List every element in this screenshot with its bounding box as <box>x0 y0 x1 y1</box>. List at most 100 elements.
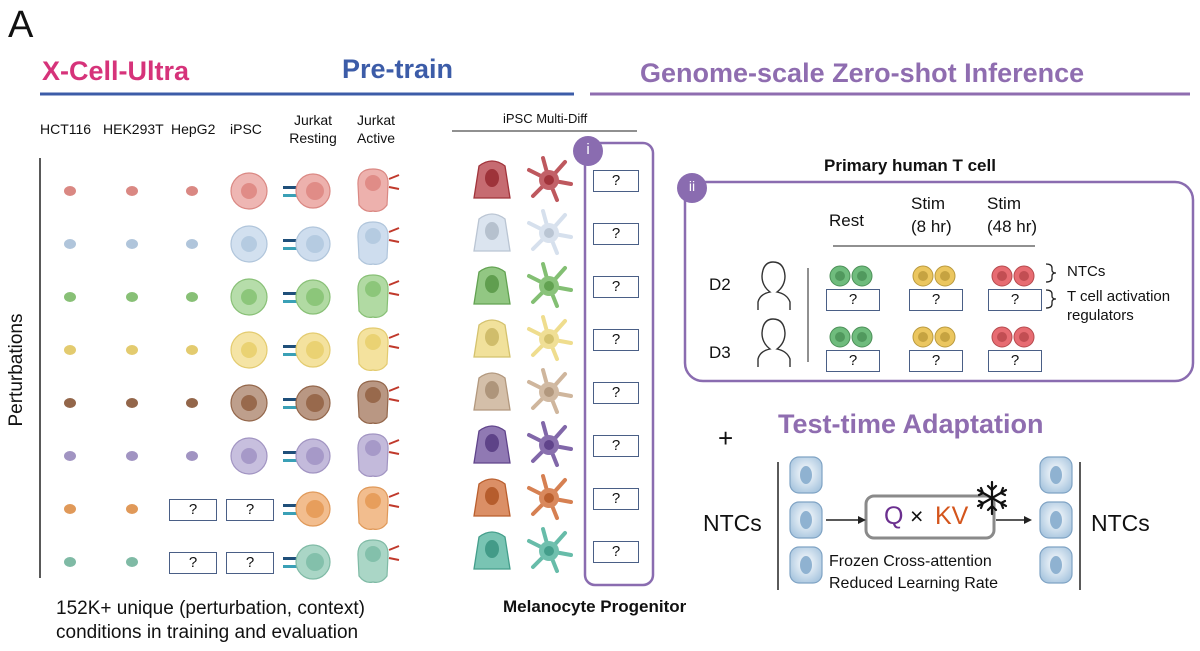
tta-left-ntcs: NTCs <box>703 510 762 536</box>
tcell-ntc-left-nucleus-c2-d0 <box>997 271 1007 281</box>
cell-r0-c4-receptor <box>283 186 297 189</box>
cell-r0-c5-antibody <box>388 174 400 190</box>
cell-r2-c4-receptor <box>283 300 297 303</box>
col-header-jurkat-active: Jurkat Active <box>356 112 396 146</box>
melanocyte-unknown-r4: ? <box>593 382 639 404</box>
col-header-hct116: HCT116 <box>40 121 92 137</box>
multidiff-epithelial-r2-nucleus <box>485 275 499 293</box>
panel-letter: A <box>8 4 34 46</box>
cell-r1-c3-nucleus <box>241 236 257 252</box>
cell-r2-c0-nucleus <box>64 292 76 302</box>
multidiff-dendritic-r3-dendrites <box>527 315 573 361</box>
tcell-ntc-left-nucleus-c2-d1 <box>997 332 1007 342</box>
cell-r4-c0-nucleus <box>64 398 76 408</box>
cell-r1-c0-nucleus <box>64 239 76 249</box>
bottom-caption-line1: 152K+ unique (perturbation, context) <box>56 598 365 619</box>
arrow-in-head <box>858 516 866 524</box>
multidiff-dendritic-r2-dendrites <box>527 262 573 308</box>
multidiff-dendritic-r0-nucleus <box>544 175 554 185</box>
badge-i <box>573 136 603 166</box>
cell-r6-c5-nucleus <box>365 493 381 509</box>
cell-r4-c1-nucleus <box>126 398 138 408</box>
multidiff-header: iPSC Multi-Diff <box>503 111 588 126</box>
multidiff-epithelial-r1-nucleus <box>485 222 499 240</box>
cell-r7-c4-nucleus <box>306 553 324 571</box>
melanocyte-unknown-r1: ? <box>593 223 639 245</box>
multidiff-dendritic-r4-dendrites <box>527 368 573 414</box>
tta-title: Test-time Adaptation <box>778 409 1044 439</box>
tcell-ntc-right-nucleus-c2-d0 <box>1019 271 1029 281</box>
multidiff-epithelial-r3-nucleus <box>485 328 499 346</box>
cell-r1-c2-nucleus <box>186 239 198 249</box>
cell-r3-c0-nucleus <box>64 345 76 355</box>
inference-title: Genome-scale Zero-shot Inference <box>640 58 1085 88</box>
cell-r0-c4-nucleus <box>306 182 324 200</box>
cell-r1-c4-nucleus <box>306 235 324 253</box>
tta-cells <box>789 456 1073 584</box>
cell-r7-c0-nucleus <box>64 557 76 567</box>
multidiff-caption: Melanocyte Progenitor <box>503 597 687 616</box>
cell-r3-c1-nucleus <box>126 345 138 355</box>
unknown-cell-r7-c2: ? <box>169 552 217 574</box>
cell-r7-c5-nucleus <box>365 546 381 562</box>
cell-r0-c5-nucleus <box>365 175 381 191</box>
tta-right-ntcs: NTCs <box>1091 510 1150 536</box>
multidiff-epithelial-r5-nucleus <box>485 434 499 452</box>
cell-r2-c1-nucleus <box>126 292 138 302</box>
tcell-panel-frame <box>683 180 1195 383</box>
badge-ii <box>677 173 707 203</box>
tta-cell-nucleus-4 <box>1050 511 1062 529</box>
cell-r0-c1-nucleus <box>126 186 138 196</box>
snowflake-icon <box>976 480 1008 516</box>
cell-r1-c5-antibody <box>388 227 400 243</box>
multidiff-epithelial-r4-nucleus <box>485 381 499 399</box>
donor-d2-silhouette-icon <box>757 261 791 310</box>
regulator-brace <box>1045 289 1057 309</box>
tcell-ntc-left-nucleus-c0-d0 <box>835 271 845 281</box>
multidiff-dendritic-r6-nucleus <box>544 493 554 503</box>
tta-times: × <box>910 503 924 529</box>
cell-r1-c1-nucleus <box>126 239 138 249</box>
cell-r4-c4-nucleus <box>306 394 324 412</box>
cell-r7-c4-receptor <box>283 557 297 560</box>
tcell-ntc-left-nucleus-c0-d1 <box>835 332 845 342</box>
tcell-regulator-unknown-c1-d1: ? <box>909 350 963 372</box>
multidiff-dendritic-r3-nucleus <box>544 334 554 344</box>
multidiff-dendritic-r4-nucleus <box>544 387 554 397</box>
melanocyte-unknown-r6: ? <box>593 488 639 510</box>
badge-ii-label: ii <box>688 178 696 194</box>
tta-cell-nucleus-0 <box>800 466 812 484</box>
tcell-regulator-unknown-c0-d0: ? <box>826 289 880 311</box>
tcell-condition-stim-8hr: Stim (8 hr) <box>911 194 952 236</box>
cell-r3-c5-nucleus <box>365 334 381 350</box>
cell-r3-c5-antibody <box>388 333 400 349</box>
tcell-regulator-unknown-c1-d0: ? <box>909 289 963 311</box>
cell-r4-c3-nucleus <box>241 395 257 411</box>
tta-plus: + <box>718 423 734 453</box>
multidiff-dendritic-r5-dendrites <box>527 421 573 467</box>
tcell-regulator-unknown-c2-d0: ? <box>988 289 1042 311</box>
multidiff-dendritic-r5-nucleus <box>544 440 554 450</box>
tcell-ntc-right-nucleus-c0-d1 <box>857 332 867 342</box>
unknown-cell-r6-c2: ? <box>169 499 217 521</box>
col-header-hek293t: HEK293T <box>103 121 164 137</box>
perturbations-label: Perturbations <box>6 313 27 427</box>
tta-q: Q <box>884 502 904 530</box>
cell-r5-c5-nucleus <box>365 440 381 456</box>
melanocyte-unknown-r3: ? <box>593 329 639 351</box>
cell-r4-c5-antibody <box>388 386 400 402</box>
cell-r1-c4-receptor <box>283 247 297 250</box>
tcell-ntc-right-nucleus-c1-d1 <box>940 332 950 342</box>
tta-kv: KV <box>935 502 969 530</box>
multidiff-dendritic-r1-dendrites <box>527 209 573 255</box>
cell-line-grid <box>64 168 400 583</box>
cell-r5-c3-nucleus <box>241 448 257 464</box>
tcell-ntc-left-nucleus-c1-d1 <box>918 332 928 342</box>
cell-r5-c2-nucleus <box>186 451 198 461</box>
multidiff-dendritic-r6-dendrites <box>527 474 573 520</box>
cell-r0-c0-nucleus <box>64 186 76 196</box>
cell-r0-c2-nucleus <box>186 186 198 196</box>
melanocyte-unknown-r7: ? <box>593 541 639 563</box>
cell-r4-c4-receptor <box>283 398 297 401</box>
multidiff-dendritic-r7-dendrites <box>527 527 573 573</box>
